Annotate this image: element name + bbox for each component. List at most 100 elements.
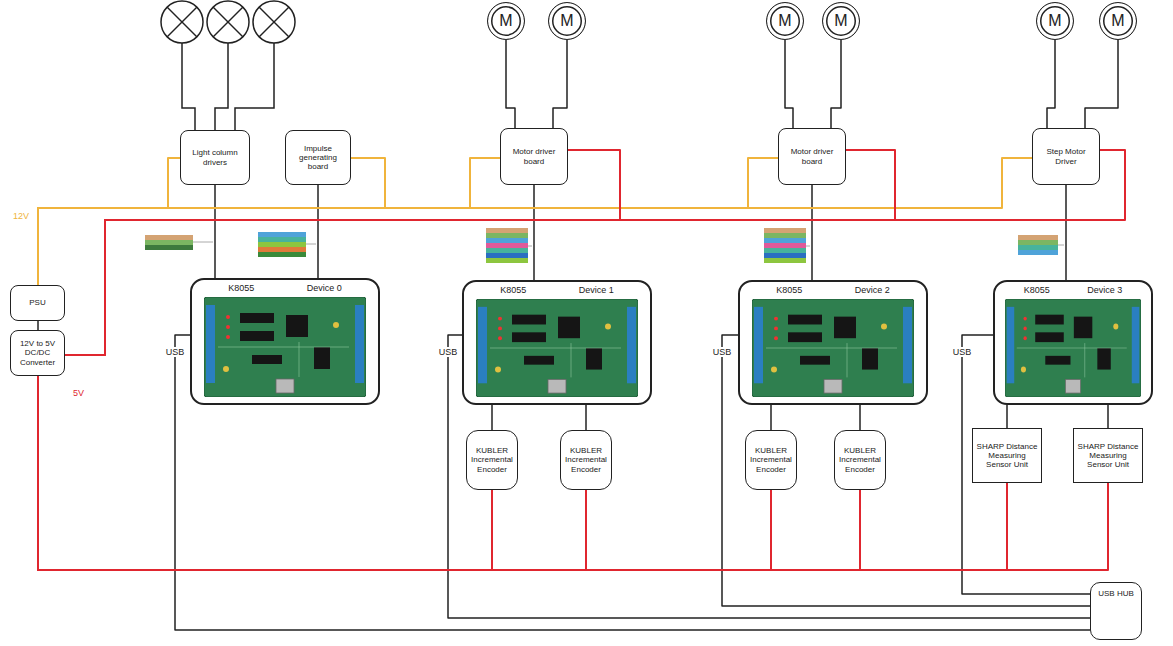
cable-swatch xyxy=(145,235,193,240)
lamp-symbol xyxy=(207,1,249,43)
connector-label: USB xyxy=(711,347,734,357)
lamp-symbol xyxy=(253,1,295,43)
wire xyxy=(811,185,813,280)
wire xyxy=(214,185,216,278)
cable-swatch xyxy=(486,233,528,238)
node-text: Motor driver board xyxy=(782,147,842,165)
cable-swatch xyxy=(486,228,528,233)
cable-swatch xyxy=(1018,235,1058,240)
lamp-symbol xyxy=(167,7,197,37)
cable-swatch xyxy=(486,258,528,263)
wire xyxy=(1107,405,1109,428)
power-supply-box: PSU xyxy=(10,285,65,321)
pcb-picture xyxy=(1005,299,1141,397)
node-text: Motor driver board xyxy=(504,147,564,165)
cable-swatch xyxy=(145,245,193,250)
lamps xyxy=(161,1,295,43)
sensor-box: SHARP Distance Measuring Sensor Unit xyxy=(972,428,1042,483)
node-text: Device 0 xyxy=(307,283,342,293)
sensor-box: SHARP Distance Measuring Sensor Unit xyxy=(1073,428,1143,483)
wire xyxy=(38,376,1108,570)
wire xyxy=(831,40,841,128)
wire xyxy=(962,335,1090,594)
wire xyxy=(533,185,535,280)
wire xyxy=(859,405,861,430)
cable-swatch xyxy=(258,237,306,242)
node-text: M xyxy=(560,12,573,30)
wire xyxy=(585,405,587,430)
wire xyxy=(38,376,586,570)
motor-symbol: M xyxy=(548,2,586,40)
wire xyxy=(1006,405,1008,428)
driver-box: Step Motor Driver xyxy=(1032,128,1100,185)
wire xyxy=(38,376,492,570)
node-text: Impulse generating board xyxy=(289,144,347,172)
node-text: K8055 xyxy=(228,283,254,293)
node-text: KUBLER Incremental Encoder xyxy=(564,446,608,474)
lamp-wires xyxy=(182,43,274,131)
cable-swatch xyxy=(764,238,806,243)
converter-box: 12V to 5V DC/DC Converter xyxy=(10,330,65,376)
encoder-box: KUBLER Incremental Encoder xyxy=(745,430,797,490)
node-text: KUBLER Incremental Encoder xyxy=(470,446,514,474)
voltage-label: 12V xyxy=(12,211,30,221)
wire xyxy=(1065,185,1067,280)
node-text: K8055 xyxy=(776,285,802,295)
cable-swatch xyxy=(486,248,528,253)
board-box: Impulse generating board xyxy=(285,130,351,185)
pcb-picture xyxy=(476,299,638,397)
node-text: KUBLER Incremental Encoder xyxy=(749,446,793,474)
lamp-symbol xyxy=(259,7,289,37)
cable-swatch xyxy=(145,240,193,245)
node-text: KUBLER Incremental Encoder xyxy=(838,446,882,474)
lamp-symbol xyxy=(259,7,289,37)
wire xyxy=(722,335,1090,606)
lamp-wire xyxy=(182,43,195,131)
connector-label: USB xyxy=(951,347,974,357)
cable-swatch xyxy=(1018,245,1058,250)
motor-symbol: M xyxy=(1099,2,1137,40)
node-text: M xyxy=(499,12,512,30)
wire xyxy=(38,158,180,285)
motor-symbol: M xyxy=(487,2,525,40)
cable-swatch xyxy=(258,242,306,247)
motor-symbol: M xyxy=(1036,2,1074,40)
wire xyxy=(770,405,772,430)
node-text: Light column drivers xyxy=(184,148,246,166)
node-text: Device 3 xyxy=(1087,285,1122,295)
cable-swatch xyxy=(258,252,306,257)
lamp-wire xyxy=(235,43,274,131)
node-text: SHARP Distance Measuring Sensor Unit xyxy=(1077,442,1139,470)
voltage-label: 5V xyxy=(72,388,85,398)
wire xyxy=(38,158,778,285)
wire xyxy=(317,185,319,278)
driver-box: Light column drivers xyxy=(180,130,250,185)
pcb-picture xyxy=(752,299,914,397)
swatch-leader xyxy=(193,242,213,243)
io-board: K8055Device 1 xyxy=(462,280,652,405)
swatch-leader xyxy=(528,246,532,247)
wire xyxy=(37,321,39,330)
driver-box: Motor driver board xyxy=(500,128,568,185)
wire xyxy=(175,335,1090,630)
wire xyxy=(506,40,515,128)
wire xyxy=(785,40,793,128)
node-text: K8055 xyxy=(1024,285,1050,295)
cable-swatch xyxy=(486,243,528,248)
node-text: Device 1 xyxy=(579,285,614,295)
cable-swatch xyxy=(258,232,306,237)
io-board: K8055 Device 3 xyxy=(993,280,1153,405)
node-text: USB HUB xyxy=(1098,589,1134,598)
cable-swatch xyxy=(764,253,806,258)
node-text: Device 2 xyxy=(855,285,890,295)
swatch-leader xyxy=(806,246,810,247)
cable-swatch xyxy=(1018,240,1058,245)
wire xyxy=(1047,40,1055,128)
node-text: Step Motor Driver xyxy=(1036,147,1096,165)
encoder-box: KUBLER Incremental Encoder xyxy=(466,430,518,490)
motor-symbol: M xyxy=(822,2,860,40)
wire xyxy=(38,376,1007,570)
lamp-symbol xyxy=(167,7,197,37)
connector-label: USB xyxy=(437,347,460,357)
cable-swatch xyxy=(764,243,806,248)
